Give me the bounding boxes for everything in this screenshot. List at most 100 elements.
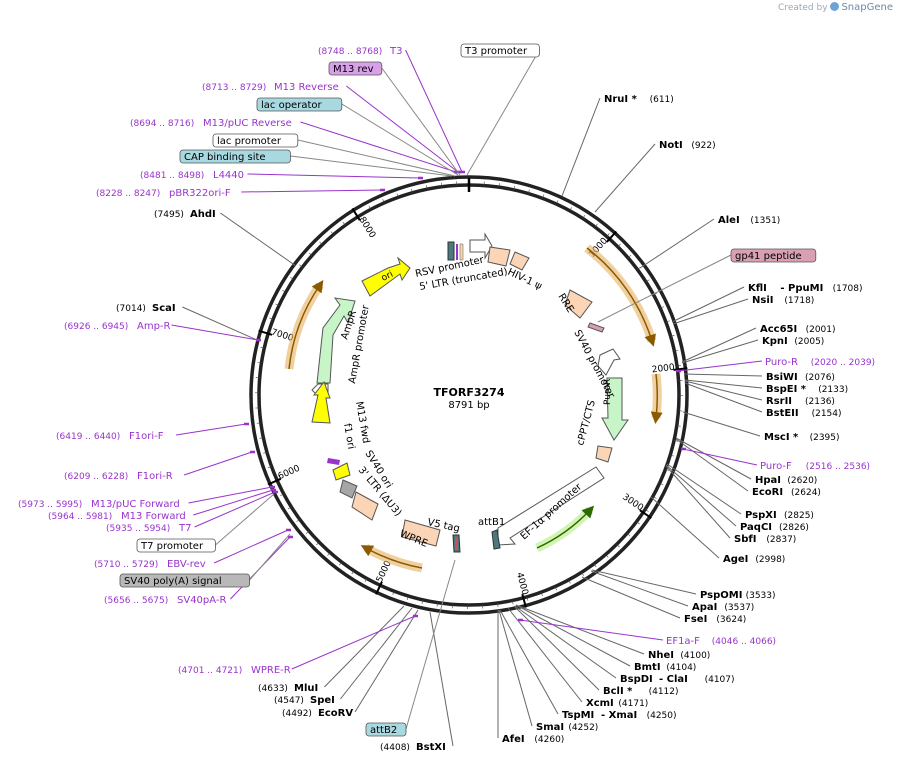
enzyme-label: NotI(922) [659,140,716,151]
enzyme-label: NruI *(611) [604,94,674,105]
enzyme-name-alt: - XmaI [601,710,637,721]
enzyme-position: (922) [691,141,715,151]
minor-tick [441,182,443,187]
boxed-label: lac promoter [212,133,299,148]
enzyme-leader [683,373,763,377]
major-tick [267,477,282,486]
feature-arrow-white-sv40 [597,348,621,376]
primer-range: (6926 .. 6945) [64,322,128,332]
enzyme-name: BstEII [766,408,799,419]
minor-tick [659,482,664,486]
major-tick [606,230,617,243]
minor-tick [636,521,640,525]
enzyme-position: (4100) [680,651,710,661]
enzyme-name: SbfI [734,534,756,545]
enzyme-position: (4171) [618,699,648,709]
primer-range: (2020 .. 2039) [811,358,875,368]
boxed-label-leader [381,67,461,176]
minor-tick [616,544,620,548]
enzyme-position: (3537) [724,603,754,613]
minor-tick [396,193,399,198]
feature-label: attB1 [478,517,505,528]
primer-range: (6209 .. 6228) [64,472,128,482]
leader-lines [171,49,763,747]
enzyme-label: XcmI(4171) [586,698,648,709]
feature-box-rre [564,289,593,319]
primer-label: (5964 .. 5981)M13 Forward [48,511,186,522]
boxed-label: T3 promoter [460,43,540,58]
minor-tick [330,231,334,235]
minor-tick [263,451,268,454]
enzyme-name: MscI * [764,432,799,443]
enzyme-leader [675,438,749,492]
minor-tick [542,194,545,199]
primer-label: (5935 .. 5954)T7 [106,523,191,534]
enzyme-name: BmtI [634,662,661,673]
enzyme-leader [672,298,749,325]
enzyme-label: (4492)EcoRV [282,708,353,719]
primer-name: M13/pUC Reverse [203,118,292,129]
tick-label: 6000 [277,464,302,483]
enzyme-label: EcoRI(2624) [752,487,821,498]
primer-range: (8713 .. 8729) [202,83,266,93]
enzyme-leader [515,604,645,655]
enzyme-label: SmaI(4252) [536,722,598,733]
enzyme-name: AhdI [190,209,216,220]
minor-tick [421,599,424,604]
enzyme-leader [639,218,715,269]
enzyme-label: HpaI(2620) [755,475,817,486]
feature-cluster-top-2 [459,243,464,261]
primer-label: (5973 .. 5995)M13/pUC Forward [18,499,180,510]
boxed-label: M13 rev [328,61,383,76]
minor-tick [392,591,395,596]
primer-label: (4701 .. 4721)WPRE-R [178,665,291,676]
minor-tick [436,602,438,607]
boxed-label-frame [730,248,817,263]
enzyme-leader [515,604,631,667]
minor-tick [568,579,571,584]
enzyme-leader [354,609,419,713]
tick-label: 2000 [651,363,675,376]
enzyme-position: (2005) [794,337,824,347]
boxed-label-frame [179,149,291,164]
minor-tick [287,506,292,510]
enzyme-name: NruI * [604,94,638,105]
minor-tick [554,586,557,591]
boxed-label-leader [290,155,453,177]
enzyme-name: PaqCI [740,522,772,533]
primer-name: pBR322ori-F [169,188,231,199]
enzyme-position: (4104) [666,663,696,673]
minor-tick [626,533,631,537]
tick-label: 4000 [514,571,530,596]
enzyme-name: BspEI * [766,384,807,395]
boxed-label-leader [405,559,456,730]
feature-arrow-orange-3 [288,280,324,370]
minor-tick [275,303,280,306]
boxed-label-leader [597,254,732,323]
enzyme-label: ApaI(3537) [692,602,754,613]
boxed-label-text: attB2 [370,725,397,736]
plasmid-length: 8791 bp [448,400,489,411]
minor-tick [594,223,598,228]
boxed-label: SV40 poly(A) signal [119,573,251,588]
primer-leader [291,615,416,670]
minor-tick [556,200,559,205]
enzyme-label: (7014)ScaI [116,303,176,314]
enzyme-name: RsrII [766,396,792,407]
enzyme-position: (4408) [380,743,410,753]
primer-label: (8481 .. 8498)L4440 [140,170,244,181]
major-tick [351,207,361,221]
boxed-label-text: T3 promoter [464,46,528,57]
enzyme-label: AleI(1351) [718,215,780,226]
minor-tick [645,279,650,283]
boxed-label: gp41 peptide [730,248,817,263]
enzyme-position: (2001) [806,325,836,335]
minor-tick [528,189,530,194]
primer-range: (8748 .. 8768) [318,47,382,57]
snapgene-credit: Created by SnapGene [778,2,893,13]
enzyme-position: (2136) [805,397,835,407]
enzyme-leader [665,464,737,527]
enzyme-position: (1351) [750,216,780,226]
primer-label: EF1a-F(4046 .. 4066) [666,636,776,647]
